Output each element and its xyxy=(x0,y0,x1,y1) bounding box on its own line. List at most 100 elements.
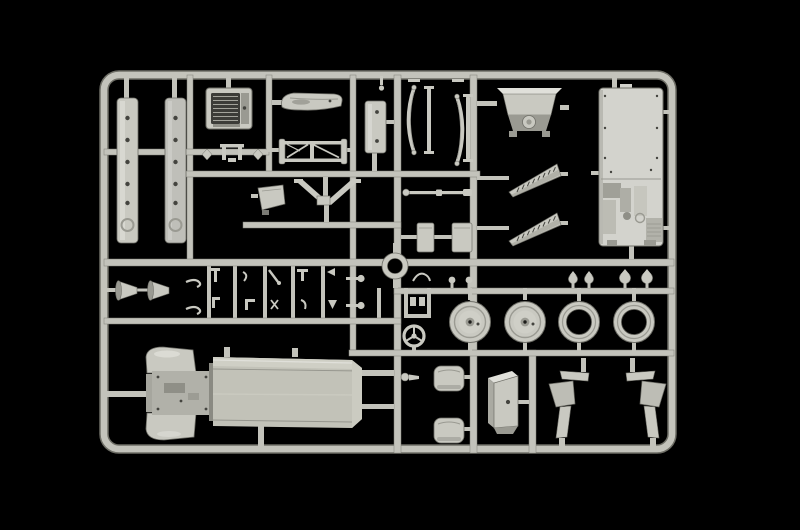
part-louver-wedge-1-polygon-3 xyxy=(511,170,560,197)
part-chassis-bed-rect-3 xyxy=(224,347,230,357)
part-small-fittings-rect-4 xyxy=(245,299,255,302)
part-ladder-frame-rect-4 xyxy=(284,141,342,145)
part-rod-ball-circle-1 xyxy=(400,372,410,382)
part-wheel-disc-1-circle-6 xyxy=(468,320,472,324)
part-seat-cushions-rect-4 xyxy=(437,385,461,389)
part-u-bracket-rect-5 xyxy=(410,297,416,306)
part-top-pin xyxy=(378,76,385,91)
part-chassis-beam-right-circle-8 xyxy=(168,218,183,232)
part-engine-hood-path-1 xyxy=(281,92,343,111)
part-louver-wedge-1-line-5 xyxy=(521,184,525,190)
part-cowl-bucket-circle-6 xyxy=(526,119,532,125)
part-tall-plate-rect-1 xyxy=(386,120,394,124)
part-cab-box-rect-0 xyxy=(518,400,529,404)
part-ladder-frame-line-9 xyxy=(286,143,301,152)
part-small-fittings-circle-17 xyxy=(357,301,365,310)
part-cab-side-left-polygon-2 xyxy=(548,380,576,408)
part-radiator-grille-circle-11 xyxy=(242,106,247,110)
part-chassis-beam-left-circle-8 xyxy=(120,218,135,232)
part-floor-panel-rect-7 xyxy=(600,90,603,244)
part-louver-wedge-2-line-10 xyxy=(547,218,551,224)
part-leaf-spring-2-path-1 xyxy=(455,96,465,164)
part-floor-panel-circle-11 xyxy=(655,126,659,130)
part-leaf-spring-2-rect-0 xyxy=(452,79,464,82)
part-small-fittings-rect-16 xyxy=(346,304,359,307)
part-hub-caps-polygon-7 xyxy=(620,269,630,275)
part-cab-side-left xyxy=(548,358,590,449)
part-s-hooks xyxy=(185,278,202,316)
part-floor-panel-rect-0 xyxy=(612,76,617,89)
part-mid-links-circle-3 xyxy=(465,276,473,284)
part-tire-ring-2-rect-0 xyxy=(632,288,636,301)
part-louver-wedge-1-rect-1 xyxy=(559,172,568,176)
part-tire-ring-2-rect-1 xyxy=(632,342,636,351)
part-louver-wedge-2-line-8 xyxy=(537,224,541,230)
part-small-fittings-rect-0 xyxy=(211,268,220,271)
part-tire-ring-1-rect-0 xyxy=(577,288,581,301)
part-steering-wheel xyxy=(402,324,426,351)
part-chassis-bed-line-23 xyxy=(212,368,363,372)
part-floor-panel-rect-18 xyxy=(603,200,616,234)
part-floor-panel-rect-17 xyxy=(603,183,621,198)
part-chassis-bed-polygon-20 xyxy=(213,357,362,428)
part-leaf-spring-1 xyxy=(406,79,434,156)
part-louver-wedge-2-polygon-3 xyxy=(511,219,560,246)
part-floor-panel-circle-9 xyxy=(655,94,659,98)
part-floor-panel-circle-20 xyxy=(623,212,631,220)
part-cab-box xyxy=(488,371,529,434)
part-chassis-beam-left-circle-7 xyxy=(125,200,130,206)
part-cowl-bucket-rect-0 xyxy=(477,101,497,106)
part-axle-row-rect-5 xyxy=(228,158,236,162)
part-small-fittings-path-3 xyxy=(242,271,248,282)
part-mudflap-rect-0 xyxy=(251,194,258,198)
part-engine-hood-path-2 xyxy=(289,97,339,100)
part-floor-panel-rect-4 xyxy=(591,171,600,175)
part-hub-caps-circle-0 xyxy=(568,274,578,284)
part-v-brace xyxy=(294,177,361,222)
part-small-fittings-rect-1 xyxy=(214,271,217,282)
part-leaf-spring-2-rect-6 xyxy=(463,94,473,97)
part-tie-rod-rect-3 xyxy=(463,189,472,196)
part-tall-plate-circle-4 xyxy=(375,110,379,114)
part-horn-cones-rect-1 xyxy=(137,288,150,292)
part-small-fittings-rect-14 xyxy=(346,277,359,280)
part-hub-caps-circle-3 xyxy=(584,274,594,284)
part-rod-ball-polygon-2 xyxy=(409,374,419,381)
part-horn-cones-ellipse-5 xyxy=(147,280,154,301)
part-mudflap xyxy=(251,184,286,215)
part-u-bracket-rect-0 xyxy=(404,288,408,294)
part-chassis-bed-rect-0 xyxy=(104,391,147,397)
part-tire-ring-2 xyxy=(613,288,655,351)
part-hub-caps-rect-5 xyxy=(587,283,591,288)
part-cowl-bucket-polygon-3 xyxy=(502,93,557,116)
part-wheel-disc-2-rect-1 xyxy=(523,342,527,351)
part-fuel-tanks-rect-3 xyxy=(451,222,473,253)
part-small-fittings-line-6 xyxy=(268,269,279,283)
part-chassis-beam-right-circle-3 xyxy=(173,115,178,121)
part-ring xyxy=(381,243,409,288)
sprue-rails-rect-17 xyxy=(103,317,402,325)
part-louver-wedge-1-line-9 xyxy=(542,172,546,178)
part-engine-hood-rect-0 xyxy=(272,100,282,105)
sprue-rails-rect-18 xyxy=(348,349,675,357)
part-wheel-disc-1-rect-1 xyxy=(468,342,472,351)
part-cab-side-left-polygon-3 xyxy=(555,405,572,439)
part-louver-wedge-2 xyxy=(477,212,568,247)
part-top-pin-circle-1 xyxy=(378,85,385,91)
part-leaf-spring-1-rect-0 xyxy=(408,79,420,82)
part-cab-box-polygon-2 xyxy=(488,378,494,428)
part-small-fittings-rect-10 xyxy=(301,269,304,281)
part-wheel-disc-2-rect-0 xyxy=(523,288,527,300)
part-ladder-frame-line-7 xyxy=(286,143,309,159)
part-cowl-bucket xyxy=(477,88,569,137)
part-chassis-bed-ellipse-10 xyxy=(157,431,181,437)
part-chassis-bed-circle-14 xyxy=(156,375,160,379)
part-leaf-spring-2-rect-5 xyxy=(466,96,470,160)
part-wheel-disc-2 xyxy=(504,288,546,351)
part-mid-links xyxy=(412,272,473,288)
part-cab-side-right-polygon-1 xyxy=(625,370,656,382)
part-rod-ball xyxy=(400,372,419,382)
part-chassis-beam-right-circle-5 xyxy=(173,159,178,165)
part-leaf-spring-2-circle-4 xyxy=(454,160,460,167)
